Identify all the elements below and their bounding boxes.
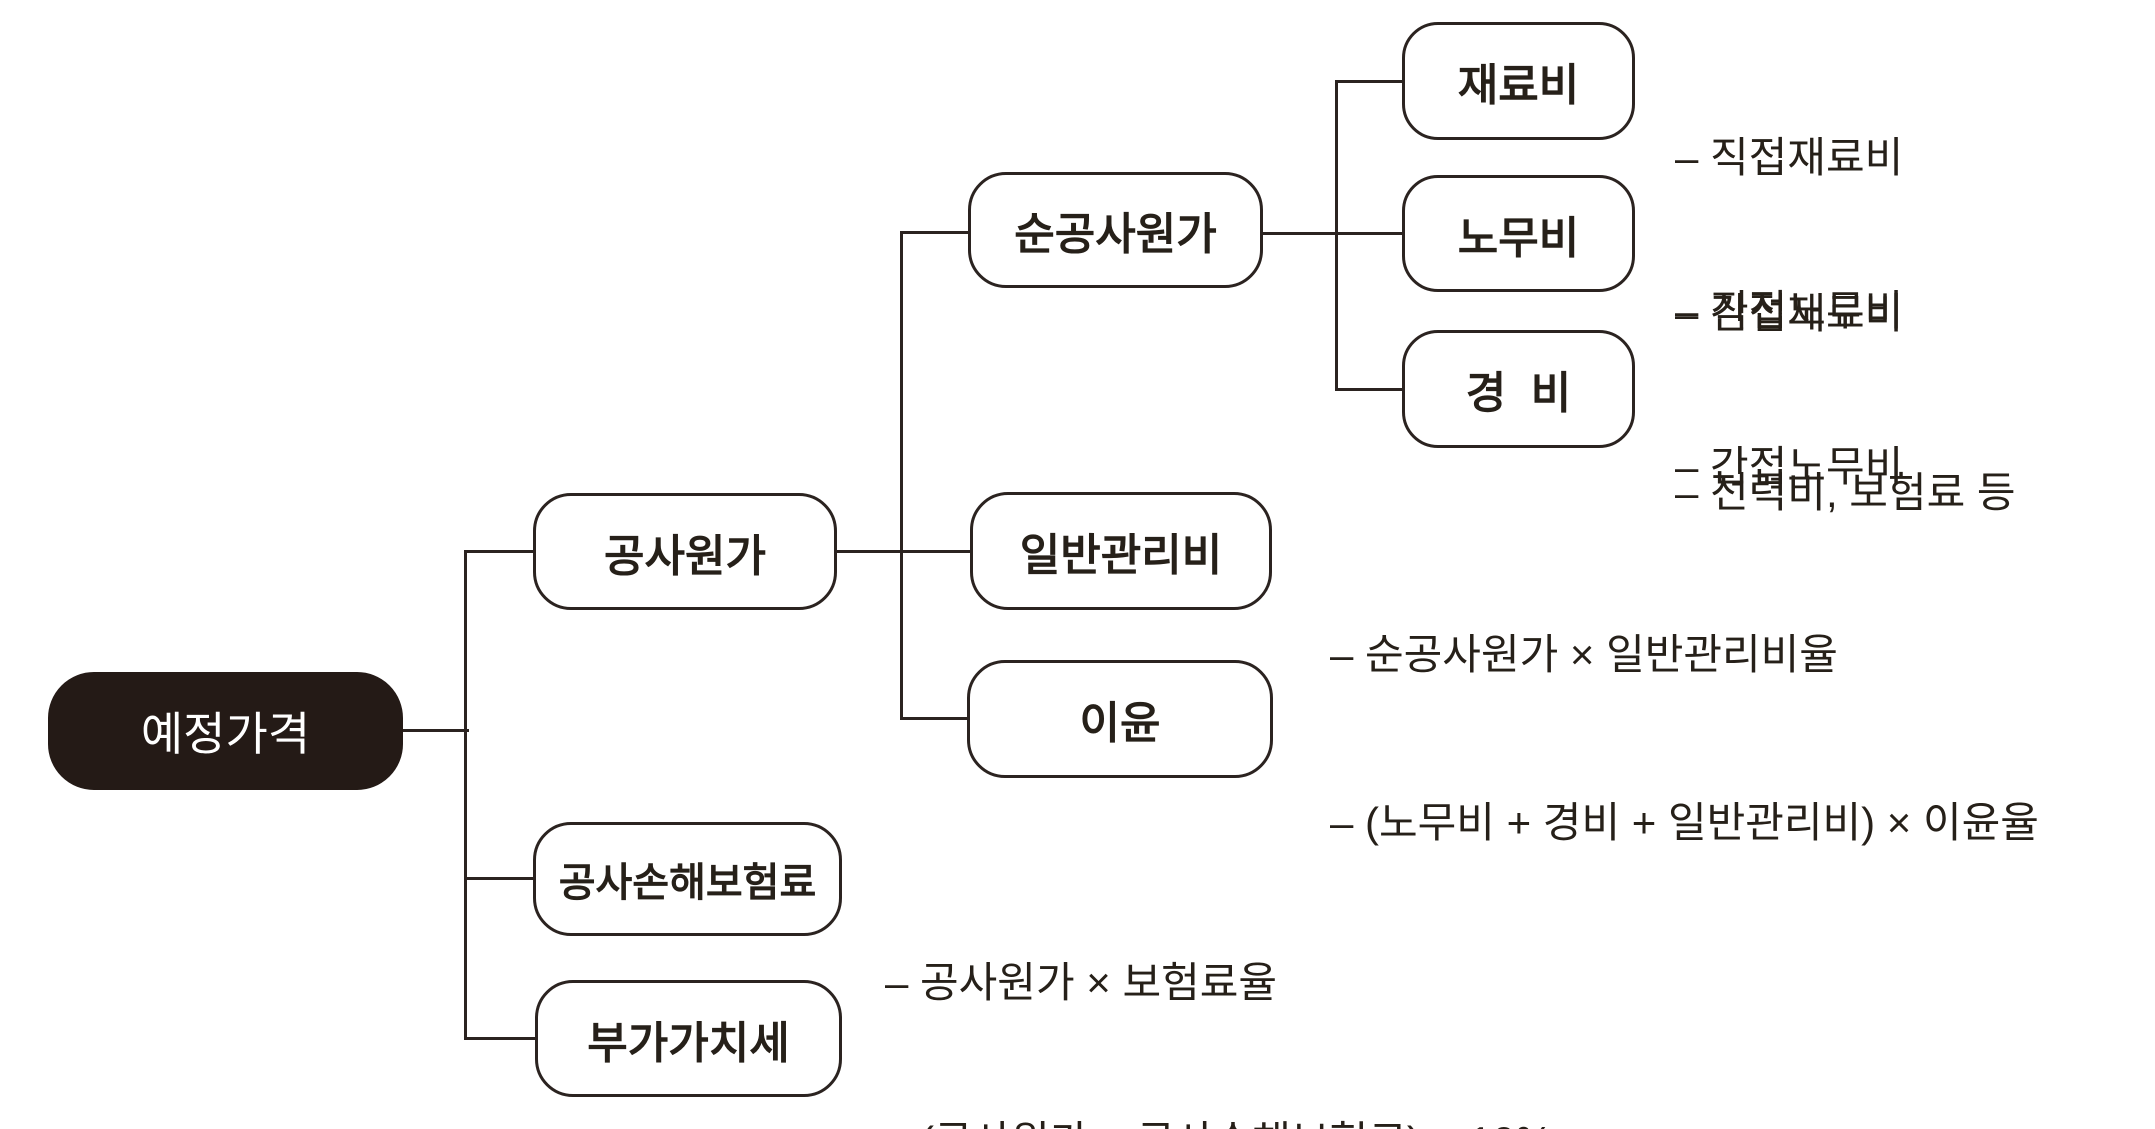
iyun-formula-text: – (노무비 + 경비 + 일반관리비) × 이윤율 — [1330, 799, 2039, 846]
gyeongbi-note-1: – 전력비, 보험료 등 — [1675, 469, 2016, 516]
connector-gongsa-wonga-to-ilban — [837, 550, 972, 553]
node-gongsa-sonhae-label: 공사손해보험료 — [558, 861, 817, 905]
nomubi-note-1: – 직접노무비 — [1675, 287, 1904, 334]
node-bugagachise: 부가가치세 — [535, 980, 842, 1097]
node-jaeryobi-label: 재료비 — [1457, 61, 1580, 110]
connector-trunk1-to-bugagachise — [465, 1037, 537, 1040]
node-bugagachise-label: 부가가치세 — [587, 1018, 790, 1068]
node-gongsa-sonhae: 공사손해보험료 — [533, 822, 842, 936]
node-gyeongbi-label: 경 비 — [1465, 369, 1572, 418]
node-jaeryobi: 재료비 — [1402, 22, 1635, 140]
node-nomubi: 노무비 — [1402, 175, 1635, 292]
jaeryobi-note-1: – 직접재료비 — [1675, 134, 1904, 181]
node-gongsa-wonga-label: 공사원가 — [604, 531, 766, 581]
nomubi-notes: – 직접노무비 – 간접노무비 — [1675, 181, 1903, 597]
connector-trunk1-to-gongsa-sonhae — [465, 877, 535, 880]
node-sun-gongsa-wonga-label: 순공사원가 — [1014, 210, 1217, 259]
trunk3-vertical — [1335, 80, 1338, 391]
gongsa-sonhae-formula-text: – 공사원가 × 보험료율 — [885, 959, 1278, 1006]
ilban-gwanribi-formula: – 순공사원가 × 일반관리비율 — [1330, 525, 1838, 785]
iyun-formula: – (노무비 + 경비 + 일반관리비) × 이윤율 — [1330, 693, 2039, 953]
node-gongsa-wonga: 공사원가 — [533, 493, 837, 610]
node-iyun-label: 이윤 — [1079, 699, 1161, 748]
connector-trunk1-to-gongsa-wonga — [465, 550, 535, 553]
node-yejeong-gagyeok-label: 예정가격 — [140, 708, 311, 760]
ilban-gwanribi-formula-text: – 순공사원가 × 일반관리비율 — [1330, 631, 1838, 678]
node-ilban-gwanribi-label: 일반관리비 — [1019, 531, 1223, 580]
nomubi-note-2: – 간접노무비 — [1675, 443, 1904, 490]
node-nomubi-label: 노무비 — [1457, 213, 1580, 263]
trunk2-vertical — [900, 231, 903, 720]
connector-trunk3-to-jaeryobi — [1336, 80, 1404, 83]
connector-trunk2-to-iyun — [901, 717, 969, 720]
connector-trunk3-to-gyeongbi — [1336, 388, 1404, 391]
connector-trunk2-to-sun-gongsa — [901, 231, 970, 234]
trunk1-vertical — [464, 550, 467, 1040]
gongsa-sonhae-formula: – 공사원가 × 보험료율 — [885, 853, 1277, 1113]
bugagachise-formula: – (공사원가 + 공사손해보험료) × 10% — [885, 1012, 1553, 1129]
jaeryobi-notes: – 직접재료비 – 간접재료비 — [1675, 28, 1903, 444]
node-iyun: 이윤 — [967, 660, 1273, 778]
connector-root-to-trunk1 — [403, 729, 469, 732]
node-ilban-gwanribi: 일반관리비 — [970, 492, 1272, 610]
gyeongbi-notes: – 전력비, 보험료 등 — [1675, 363, 2016, 623]
node-sun-gongsa-wonga: 순공사원가 — [968, 172, 1263, 288]
node-yejeong-gagyeok: 예정가격 — [48, 672, 403, 790]
node-gyeongbi: 경 비 — [1402, 330, 1635, 448]
jaeryobi-note-2: – 간접재료비 — [1675, 290, 1904, 337]
connector-sun-gongsa-to-nomubi — [1263, 232, 1404, 235]
bugagachise-formula-text: – (공사원가 + 공사손해보험료) × 10% — [885, 1116, 1553, 1129]
